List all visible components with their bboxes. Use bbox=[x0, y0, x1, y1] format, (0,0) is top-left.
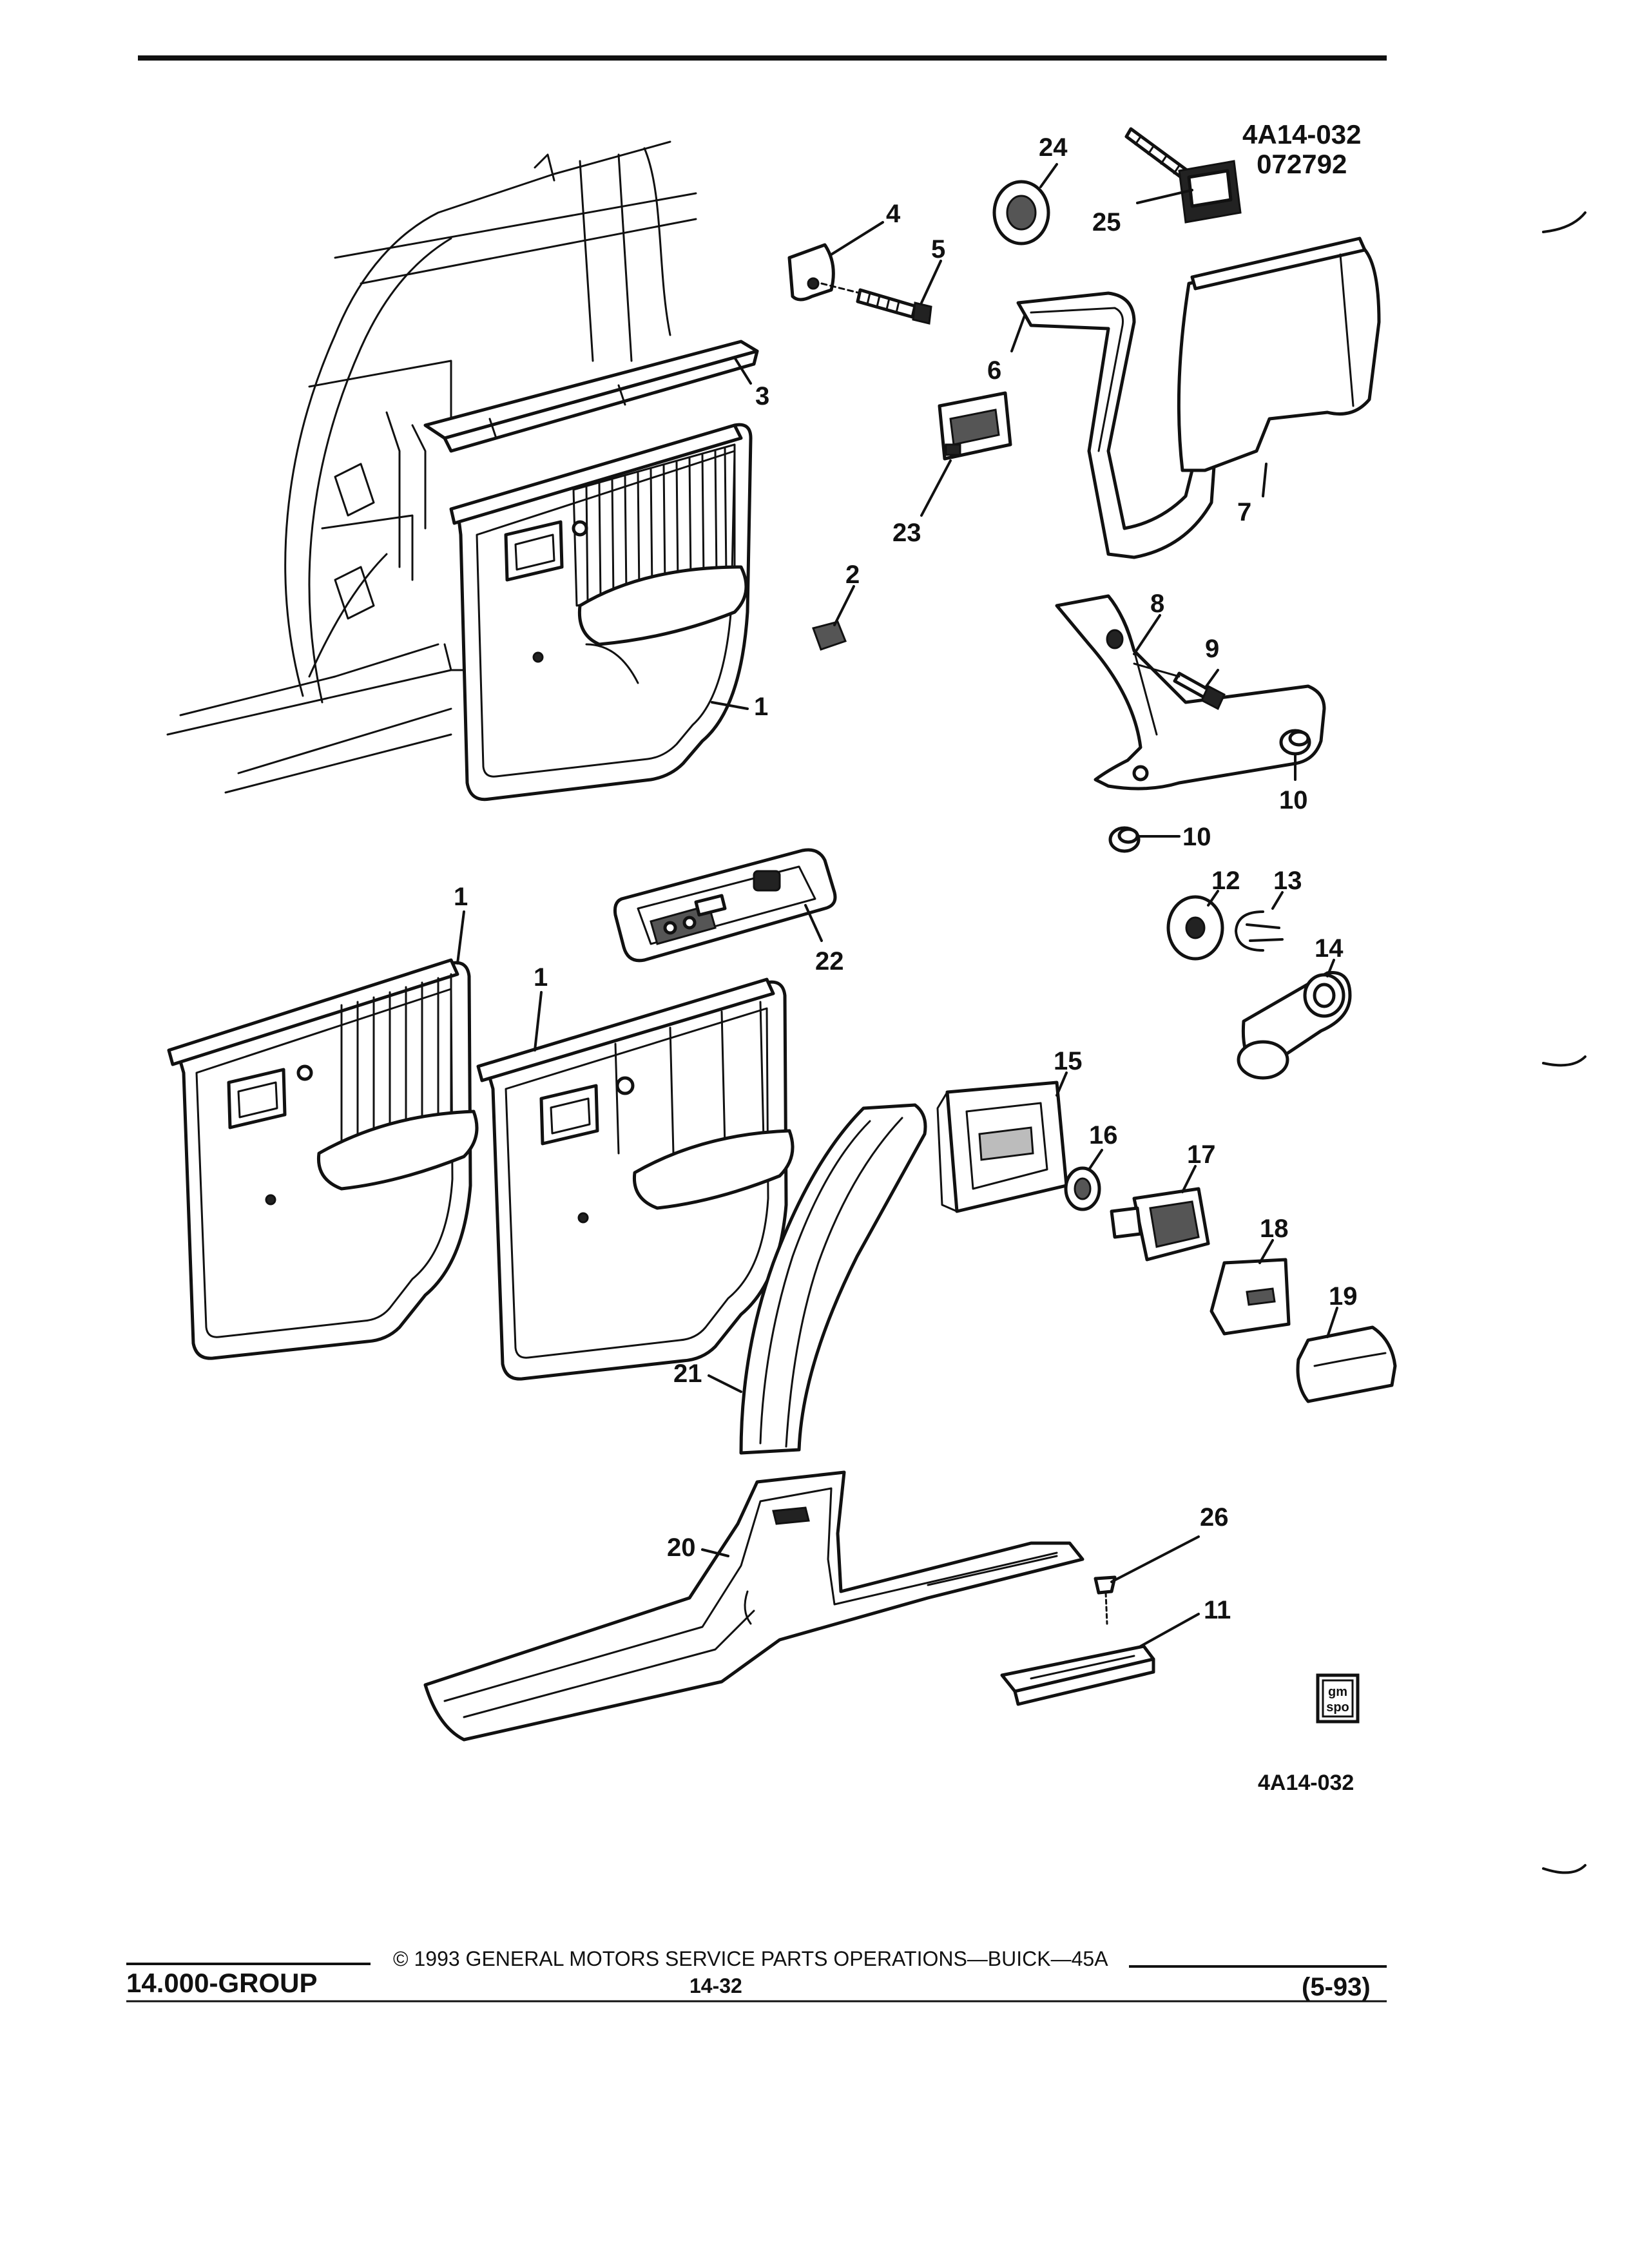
callout-25: 25 bbox=[1092, 208, 1121, 236]
callout-9: 9 bbox=[1205, 635, 1219, 663]
part-3-belt-sealing-strip bbox=[423, 340, 759, 453]
figure-code: 4A14-032 bbox=[1258, 1771, 1354, 1795]
part-23-striker bbox=[938, 391, 1012, 461]
part-6-garnish-molding bbox=[1016, 291, 1220, 559]
part-25-retainer bbox=[1124, 127, 1242, 224]
footer-copyright: © 1993 GENERAL MOTORS SERVICE PARTS OPER… bbox=[393, 1947, 1108, 1970]
callout-3: 3 bbox=[755, 382, 769, 410]
door-trim-panel-lower-left bbox=[167, 958, 479, 1360]
door-trim-panel-lower-right bbox=[476, 977, 795, 1381]
panel-pleats-upper bbox=[585, 447, 728, 604]
page-edge-marks bbox=[1542, 211, 1586, 1874]
callout-16: 16 bbox=[1089, 1121, 1118, 1149]
panel-pleats-lower-left bbox=[340, 973, 452, 1148]
part-16-nut bbox=[1064, 1166, 1101, 1211]
callout-14: 14 bbox=[1315, 934, 1344, 963]
callout-26: 26 bbox=[1200, 1503, 1229, 1532]
callout-22: 22 bbox=[815, 947, 844, 975]
part-14-window-crank bbox=[1237, 970, 1352, 1080]
callout-24: 24 bbox=[1039, 133, 1068, 162]
callout-12: 12 bbox=[1211, 867, 1240, 895]
figure-date-code: 072792 bbox=[1257, 149, 1347, 179]
part-15-switch-bezel bbox=[936, 1081, 1068, 1213]
callout-17: 17 bbox=[1187, 1140, 1216, 1169]
part-7-quarter-trim-panel bbox=[1177, 236, 1381, 472]
callout-13: 13 bbox=[1273, 867, 1302, 895]
callout-7: 7 bbox=[1237, 498, 1251, 526]
footer-date: (5-93) bbox=[1302, 1973, 1371, 2001]
door-trim-panel-upper bbox=[449, 423, 753, 802]
part-8-pull-handle bbox=[1055, 594, 1326, 791]
callout-4: 4 bbox=[886, 200, 901, 228]
part-17-switch bbox=[1110, 1187, 1210, 1262]
callout-1-upper: 1 bbox=[754, 693, 768, 721]
callout-15: 15 bbox=[1054, 1047, 1083, 1075]
part-10-cap-lower bbox=[1108, 826, 1141, 853]
part-24-bushing bbox=[992, 180, 1050, 245]
callout-1-lower-left: 1 bbox=[454, 883, 468, 911]
part-2-clip bbox=[812, 620, 847, 651]
part-9-screw bbox=[1133, 662, 1226, 711]
callout-10-upper: 10 bbox=[1279, 786, 1308, 814]
part-19-cover bbox=[1296, 1325, 1397, 1403]
footer-group: 14.000-GROUP bbox=[126, 1968, 318, 1998]
callout-1-lower-right: 1 bbox=[534, 963, 548, 992]
callout-23: 23 bbox=[892, 519, 921, 547]
part-10-cap-upper bbox=[1279, 729, 1311, 756]
figure-id-block: 4A14-032 072792 bbox=[1242, 120, 1361, 179]
callout-10-lower: 10 bbox=[1182, 823, 1211, 851]
part-4-bracket bbox=[787, 243, 835, 302]
part-12-escutcheon bbox=[1166, 895, 1224, 961]
callout-20: 20 bbox=[667, 1533, 696, 1562]
gmspo-badge-line2: spo bbox=[1326, 1700, 1349, 1715]
callout-11: 11 bbox=[1204, 1596, 1231, 1624]
part-13-retaining-clip bbox=[1235, 910, 1284, 952]
part-21-pillar-trim bbox=[739, 1103, 927, 1455]
part-26-screw bbox=[1094, 1575, 1117, 1625]
figure-id: 4A14-032 bbox=[1242, 119, 1362, 149]
callout-18: 18 bbox=[1260, 1215, 1289, 1243]
callout-6: 6 bbox=[987, 356, 1001, 385]
leader-lines bbox=[456, 163, 1338, 1648]
callout-19: 19 bbox=[1329, 1282, 1358, 1311]
part-11-sill-plate-insert bbox=[1000, 1644, 1155, 1706]
gmspo-badge: gm spo bbox=[1316, 1673, 1360, 1724]
footer-page-number: 14-32 bbox=[689, 1974, 742, 1997]
callout-2: 2 bbox=[845, 561, 860, 589]
panel-pleats-lower-right bbox=[614, 1001, 765, 1155]
part-5-screw bbox=[820, 282, 932, 325]
vehicle-body-outline bbox=[166, 140, 697, 794]
part-18-switch-knob bbox=[1210, 1258, 1291, 1336]
callout-21: 21 bbox=[673, 1360, 702, 1388]
part-20-sill-plate bbox=[423, 1470, 1084, 1742]
callout-8: 8 bbox=[1150, 590, 1164, 618]
callout-labels: 1 1 1 2 3 4 5 6 7 8 9 10 10 11 12 13 14 … bbox=[454, 133, 1358, 1624]
gmspo-badge-line1: gm bbox=[1328, 1685, 1347, 1699]
callout-5: 5 bbox=[931, 235, 945, 264]
part-22-bezel bbox=[613, 848, 837, 963]
